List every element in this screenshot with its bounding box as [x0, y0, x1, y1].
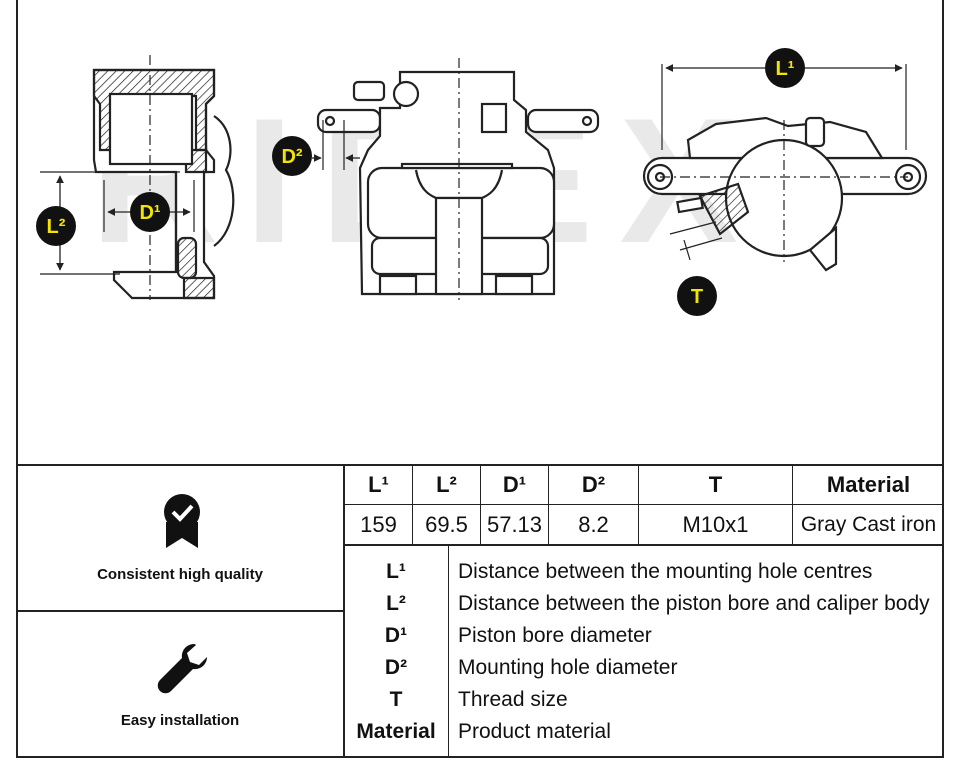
- wrench-icon: [157, 644, 207, 694]
- legend-symbol-t: T: [389, 688, 403, 711]
- col-divider-2: [480, 464, 481, 544]
- legend-desc-l2: Distance between the piston bore and cal…: [458, 592, 930, 615]
- table-left-divider: [343, 464, 345, 758]
- spec-value-l1: 159: [360, 511, 397, 537]
- spec-header-material: Material: [826, 472, 911, 497]
- legend-desc-d1: Piston bore diameter: [458, 624, 652, 647]
- callout-d1: D¹: [130, 192, 170, 232]
- legend-divider: [448, 544, 449, 758]
- legend-desc-d2: Mounting hole diameter: [458, 656, 678, 679]
- legend-symbol-l2: L²: [386, 592, 406, 615]
- col-divider-1: [412, 464, 413, 544]
- spec-value-d2: 8.2: [578, 511, 609, 537]
- legend-desc-l1: Distance between the mounting hole centr…: [458, 560, 873, 583]
- callout-l1: L¹: [765, 48, 805, 88]
- feature-label-installation: Easy installation: [120, 712, 240, 729]
- legend-desc-material: Product material: [458, 720, 611, 743]
- legend-symbol-d2: D²: [384, 656, 408, 679]
- spec-value-material: Gray Cast iron: [800, 512, 937, 536]
- spec-value-d1: 57.13: [486, 511, 543, 537]
- callout-t: T: [677, 276, 717, 316]
- callout-d2: D²: [272, 136, 312, 176]
- spec-header-d1: D¹: [502, 472, 527, 497]
- col-divider-4: [638, 464, 639, 544]
- spec-value-l2: 69.5: [425, 511, 468, 537]
- caliper-side-view: [642, 64, 928, 272]
- col-divider-5: [792, 464, 793, 544]
- table-header-divider: [344, 504, 944, 505]
- spec-header-t: T: [708, 472, 723, 497]
- features-divider: [16, 610, 344, 612]
- callout-d1-label: D¹: [139, 202, 160, 224]
- legend-symbol-material: Material: [356, 720, 436, 743]
- table-values-divider: [344, 544, 944, 546]
- spec-header-d2: D²: [581, 472, 606, 497]
- col-divider-3: [548, 464, 549, 544]
- caliper-technical-drawing: RIDEX: [36, 48, 928, 316]
- callout-t-label: T: [691, 286, 703, 308]
- legend-symbol-d1: D¹: [384, 624, 408, 647]
- quality-badge-icon: [164, 494, 200, 548]
- callout-l2-label: L²: [47, 216, 66, 238]
- caliper-front-view: [312, 58, 600, 300]
- spec-value-t: M10x1: [682, 511, 749, 537]
- callout-d2-label: D²: [281, 146, 302, 168]
- product-sheet-frame: [16, 0, 944, 758]
- callout-l1-label: L¹: [776, 58, 795, 80]
- spec-header-l2: L²: [436, 472, 457, 497]
- callout-l2: L²: [36, 206, 76, 246]
- feature-label-quality: Consistent high quality: [97, 566, 263, 583]
- legend-symbol-l1: L¹: [386, 560, 406, 583]
- spec-header-l1: L¹: [368, 472, 389, 497]
- caliper-cross-section-view: [40, 55, 235, 300]
- legend-desc-t: Thread size: [458, 688, 568, 711]
